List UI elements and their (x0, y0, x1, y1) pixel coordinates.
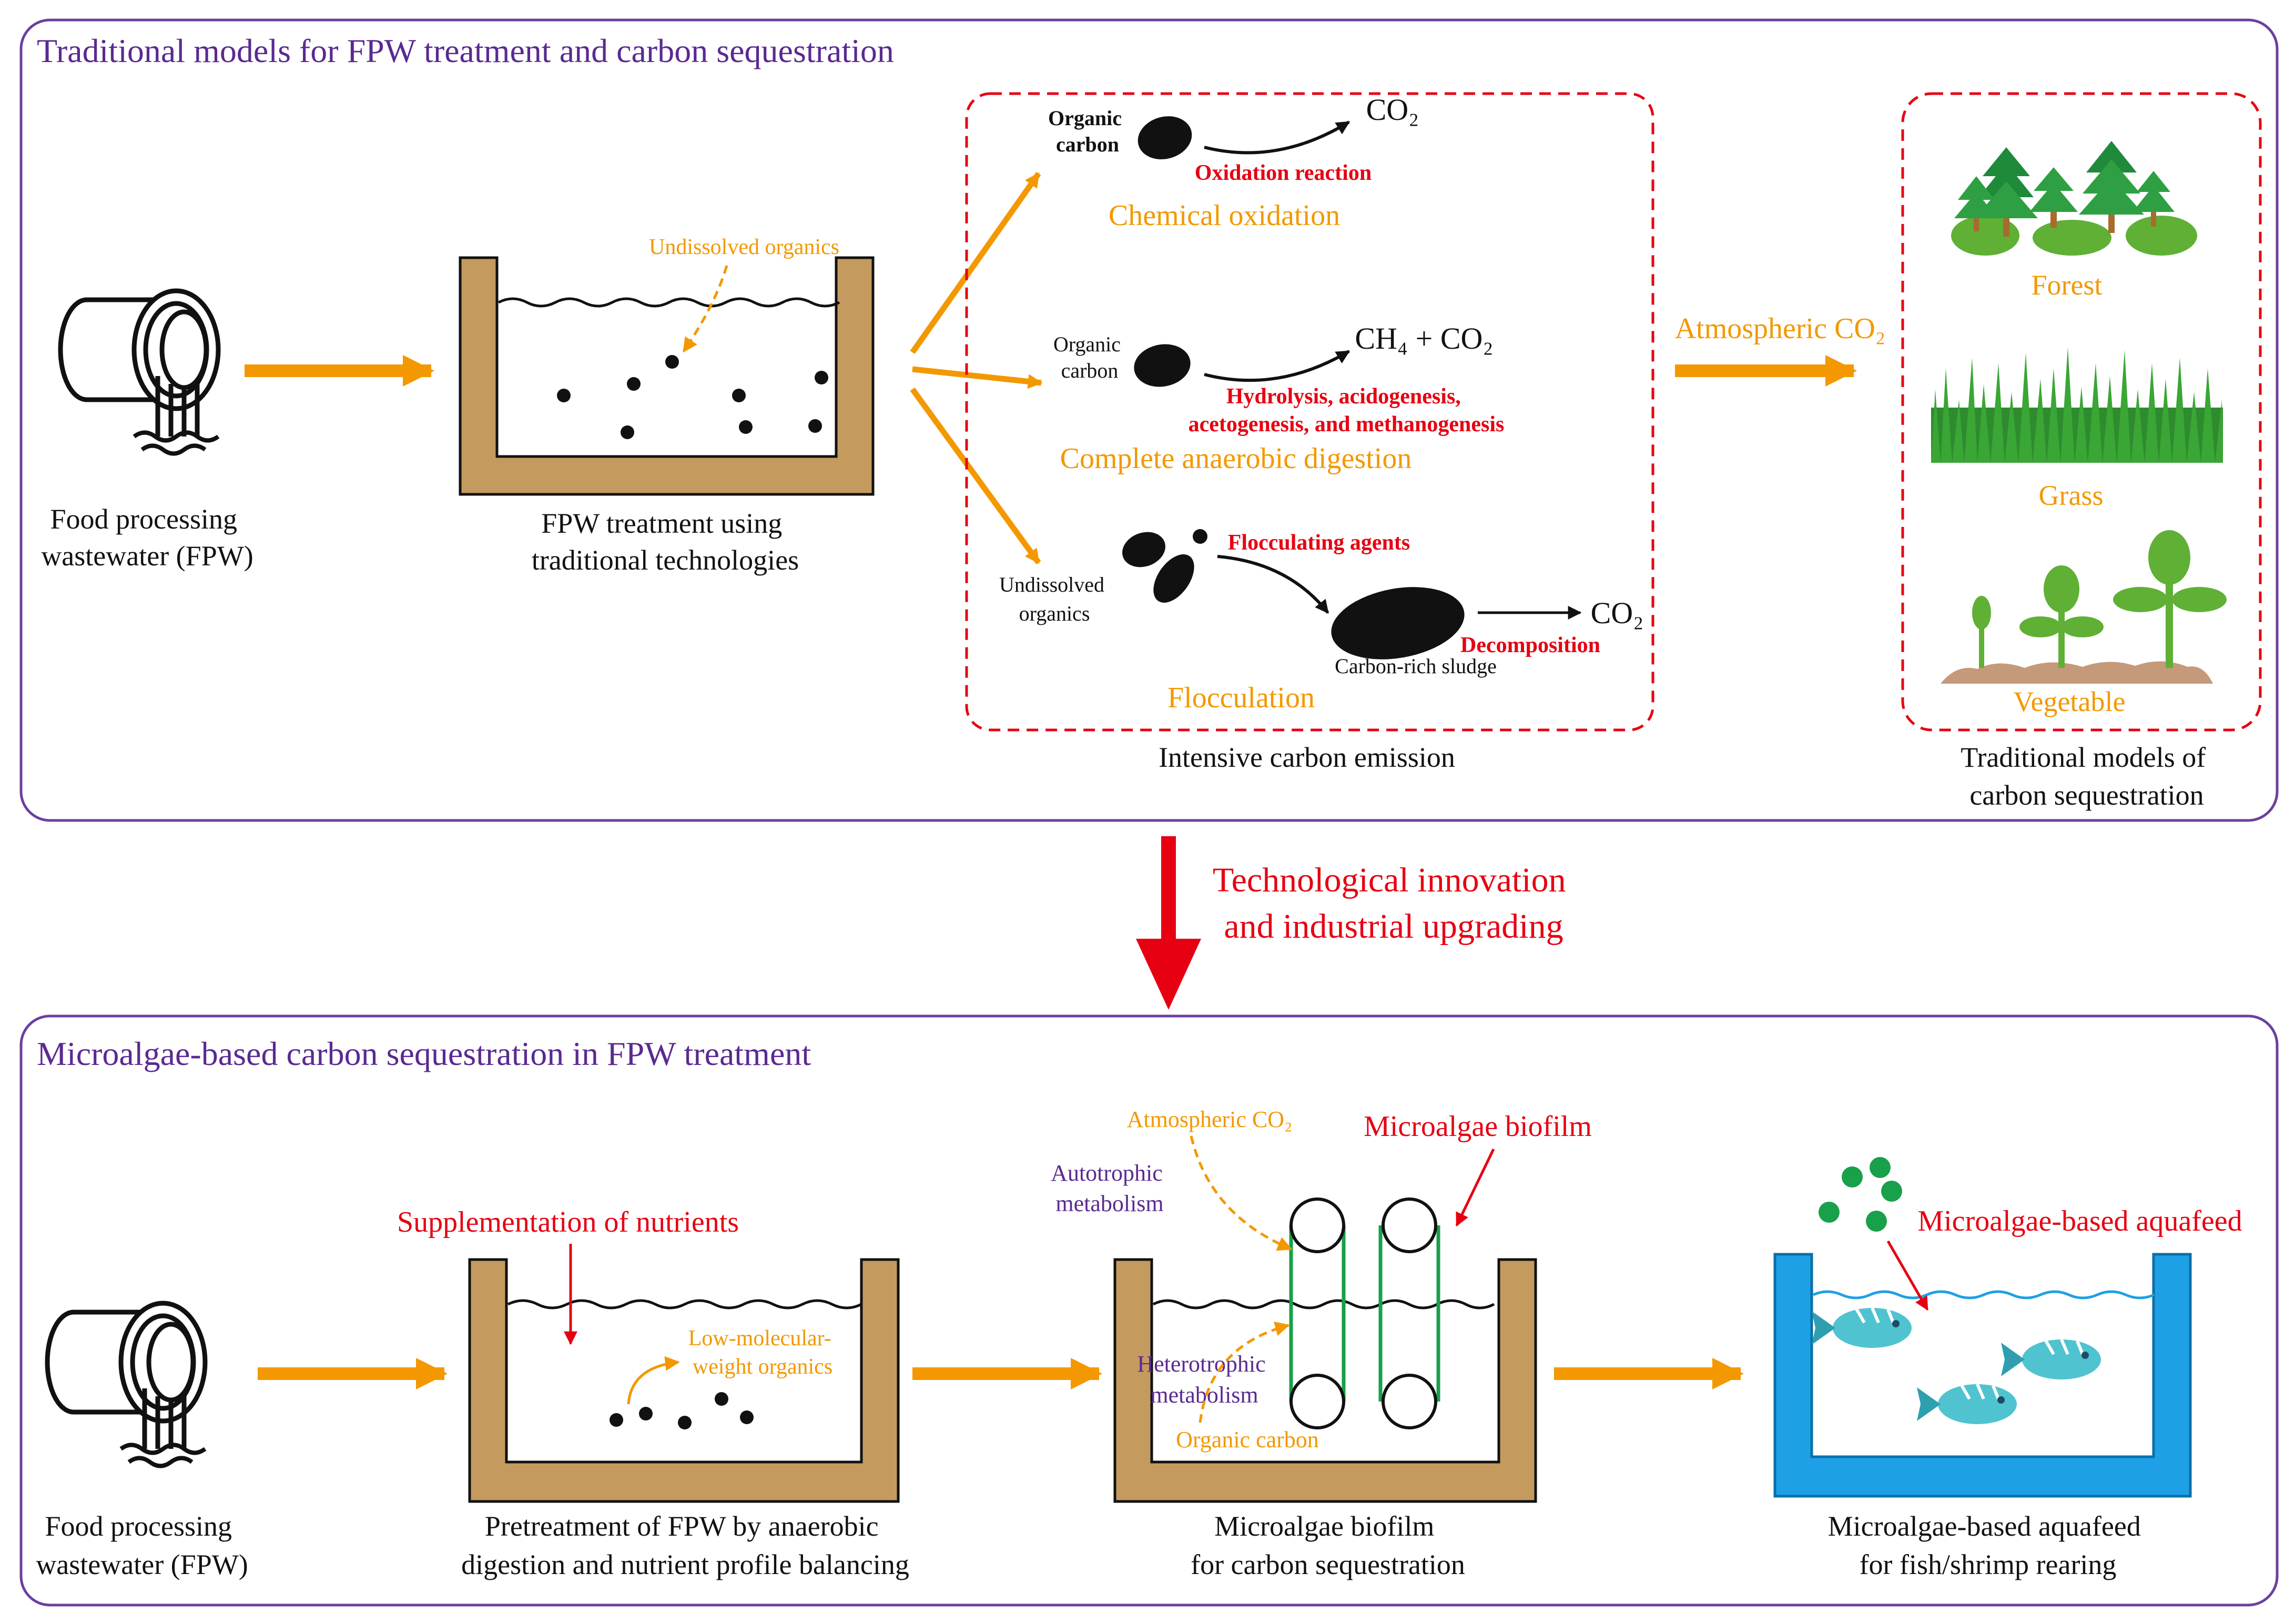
atmospheric-co2-label: Atmospheric CO₂ (1675, 312, 1886, 345)
innovation-arrow (1136, 836, 1201, 1010)
top-pipe-caption: Food processing wastewater (FPW) (41, 503, 253, 572)
flocculating-agents-label: Flocculating agents (1228, 531, 1410, 555)
vegetable-label: Vegetable (2014, 686, 2126, 717)
digestion-arrow (1204, 350, 1350, 382)
aquafeed-label: Microalgae-based aquafeed (1917, 1205, 2242, 1237)
aquafeed-tank (1773, 1253, 2192, 1498)
heterotrophic-arrow (1199, 1321, 1290, 1423)
fish-icon (1812, 1307, 1912, 1348)
supplementation-label: Supplementation of nutrients (397, 1206, 739, 1239)
grass-icon (1931, 347, 2223, 463)
aquafeed-pointer-arrow (1886, 1240, 1929, 1311)
aquafeed-caption: Microalgae-based aquafeed for fish/shrim… (1828, 1510, 2148, 1580)
organic-carbon-blob (1134, 344, 1191, 387)
flocculation-arrow (1217, 555, 1329, 614)
biofilm-pointer-arrow (1455, 1148, 1495, 1227)
low-mw-label: Low-molecular- weight organics (688, 1326, 837, 1379)
top-panel-frame (19, 18, 2279, 822)
arrow-to-anaerobic-digestion (912, 366, 1043, 389)
svg-text:Organic carbon: Organic carbon (1053, 332, 1126, 382)
sludge-label: Carbon-rich sludge (1335, 654, 1497, 678)
sequestration-box (1901, 92, 2262, 732)
top-tank-caption: FPW treatment using traditional technolo… (532, 508, 799, 576)
organic-particles (557, 355, 828, 439)
decomposition-label: Decomposition (1460, 633, 1600, 657)
innovation-label: Technological innovation and industrial … (1213, 861, 1575, 946)
fish-icon (1917, 1383, 2017, 1424)
svg-text:Organic carbon: Organic carbon (1048, 106, 1127, 156)
vegetable-icon (1941, 530, 2227, 684)
undissolved-organics-label: Undissolved organics (649, 235, 839, 259)
top-panel-title: Traditional models for FPW treatment and… (37, 32, 894, 69)
anaerobic-digestion-group: Organic carbon CH₄ + CO₂ Hydrolysis, aci… (1053, 321, 1504, 475)
heterotrophic-label: Heterotrophic metabolism (1137, 1351, 1271, 1408)
flocculation-title: Flocculation (1167, 682, 1315, 714)
biofilm-rollers (1289, 1197, 1440, 1429)
biofilm-caption: Microalgae biofilm for carbon sequestrat… (1191, 1510, 1465, 1580)
bottom-panel-frame (19, 1014, 2279, 1607)
tank-water-surface (507, 1299, 862, 1310)
tank-water-surface (1812, 1290, 2155, 1300)
treatment-tank (459, 256, 875, 496)
grass-label: Grass (2039, 480, 2104, 511)
tank-water-surface (1152, 1299, 1495, 1310)
chemical-oxidation-group: Organic carbon CO₂ Oxidation reaction Ch… (1048, 93, 1419, 232)
oxidation-reaction-label: Oxidation reaction (1195, 161, 1372, 185)
oxidation-arrow (1204, 120, 1350, 155)
microalgae-biofilm-label: Microalgae biofilm (1364, 1110, 1592, 1143)
ch4-co2-product: CH₄ + CO₂ (1355, 321, 1493, 356)
fish-icon (2001, 1338, 2101, 1379)
arrow-to-flocculation (910, 387, 1041, 565)
autotrophic-arrow (1190, 1135, 1293, 1251)
co2-product-floc: CO₂ (1591, 596, 1644, 630)
undissolved-pointer-arrow (682, 265, 728, 353)
bottom-panel-title: Microalgae-based carbon sequestration in… (37, 1035, 811, 1072)
carbon-rich-sludge (1331, 587, 1465, 659)
flocculation-group: Undissolved organics Flocculating agents… (999, 529, 1644, 714)
sequestration-caption: Traditional models of carbon sequestrati… (1961, 742, 2213, 811)
biofilm-tank (1113, 1258, 1537, 1503)
emission-caption: Intensive carbon emission (1159, 742, 1455, 773)
autotrophic-label: Autotrophic metabolism (1051, 1160, 1169, 1216)
microalgae-cells (1819, 1157, 1902, 1232)
biofilm-atmospheric-label: Atmospheric CO₂ (1127, 1107, 1293, 1132)
forest-label: Forest (2032, 269, 2103, 301)
wastewater-pipe-icon (58, 288, 221, 456)
co2-product-chem: CO₂ (1366, 93, 1419, 127)
svg-text:Undissolved organics: Undissolved organics (999, 573, 1110, 625)
low-mw-particles (610, 1392, 754, 1429)
tank-water-surface (497, 297, 840, 308)
organic-carbon-blob (1138, 116, 1192, 159)
pretreatment-caption: Pretreatment of FPW by anaerobic digesti… (461, 1510, 909, 1580)
bottom-pipe-caption: Food processing wastewater (FPW) (36, 1510, 248, 1580)
anaerobic-digestion-title: Complete anaerobic digestion (1060, 442, 1412, 475)
arrow-to-chemical-oxidation (910, 171, 1041, 354)
chemical-oxidation-title: Chemical oxidation (1109, 199, 1340, 232)
organic-carbon-label: Organic carbon (1176, 1427, 1319, 1453)
forest-icon (1951, 141, 2197, 256)
pretreatment-tank (468, 1258, 900, 1503)
carbon-emission-box (965, 92, 1654, 732)
digestion-reaction-label: Hydrolysis, acidogenesis, acetogenesis, … (1189, 384, 1505, 437)
wastewater-pipe-icon (45, 1301, 208, 1468)
low-mw-arrow (627, 1356, 680, 1405)
